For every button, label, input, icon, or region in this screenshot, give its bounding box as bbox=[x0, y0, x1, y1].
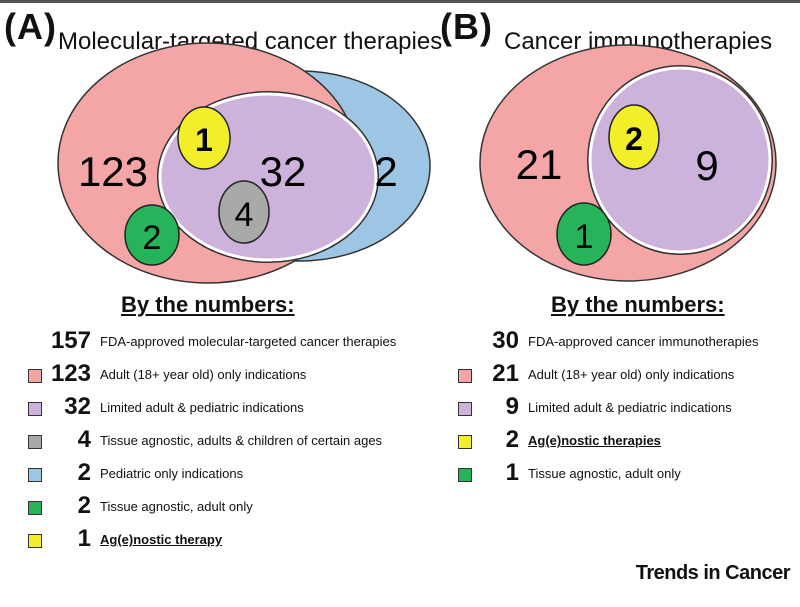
tissue-green-circle bbox=[124, 204, 180, 266]
venn-a-yellow-count: 1 bbox=[195, 122, 213, 158]
legend-value: 123 bbox=[50, 360, 91, 387]
venn-a-pediatric-count: 2 bbox=[374, 148, 397, 195]
brand-logo: Trends in Cancer bbox=[635, 562, 791, 584]
legend-value: 30 bbox=[492, 327, 519, 354]
legend-value: 32 bbox=[64, 393, 91, 420]
legend-description: Ag(e)nostic therapies bbox=[528, 433, 661, 448]
legend-value: 4 bbox=[77, 426, 91, 453]
legend-description: Tissue agnostic, adults & children of ce… bbox=[100, 433, 383, 448]
legend-swatch bbox=[28, 369, 42, 383]
legend-value: 1 bbox=[505, 459, 519, 486]
legend-swatch bbox=[458, 402, 472, 416]
legend-swatch bbox=[28, 435, 42, 449]
venn-a-gray-count: 4 bbox=[235, 196, 254, 234]
venn-a-adult-count: 123 bbox=[78, 148, 148, 195]
legend-description: Ag(e)nostic therapy bbox=[100, 532, 223, 547]
venn-b-green-count: 1 bbox=[575, 218, 594, 256]
legend-description: FDA-approved cancer immunotherapies bbox=[528, 334, 759, 349]
legend-value: 2 bbox=[77, 459, 91, 486]
panel-a-heading: By the numbers: bbox=[121, 292, 295, 317]
venn-b-limited-count: 9 bbox=[695, 142, 718, 189]
legend-description: FDA-approved molecular-targeted cancer t… bbox=[100, 334, 397, 349]
legend-value: 9 bbox=[505, 393, 519, 420]
b-tissue-green-circle bbox=[556, 202, 612, 266]
legend-swatch bbox=[458, 468, 472, 482]
tissue-gray-circle bbox=[218, 180, 270, 244]
legend-description: Tissue agnostic, adult only bbox=[528, 466, 681, 481]
venn-a-limited-count: 32 bbox=[260, 148, 307, 195]
legend-description: Adult (18+ year old) only indications bbox=[528, 367, 735, 382]
venn-a-green-count: 2 bbox=[143, 219, 162, 257]
legend-swatch bbox=[28, 402, 42, 416]
legend-value: 2 bbox=[505, 426, 519, 453]
legend-value: 1 bbox=[77, 525, 91, 552]
legend-description: Limited adult & pediatric indications bbox=[100, 400, 304, 415]
panel-b-letter: (B) bbox=[440, 6, 493, 47]
legend-swatch bbox=[28, 468, 42, 482]
top-border bbox=[0, 0, 800, 3]
b-agnostic-yellow-circle bbox=[608, 104, 660, 170]
legend-description: Limited adult & pediatric indications bbox=[528, 400, 732, 415]
panel-a-venn: 123 32 2 1 4 2 bbox=[57, 42, 431, 284]
legend-description: Pediatric only indications bbox=[100, 466, 244, 481]
legend-swatch bbox=[28, 534, 42, 548]
legend-value: 2 bbox=[77, 492, 91, 519]
agnostic-yellow-circle bbox=[177, 106, 231, 170]
venn-b-adult-count: 21 bbox=[516, 141, 563, 188]
legend-value: 21 bbox=[492, 360, 519, 387]
panel-b-venn: 21 9 2 1 bbox=[479, 44, 777, 282]
legend-description: Tissue agnostic, adult only bbox=[100, 499, 253, 514]
legend-value: 157 bbox=[50, 327, 91, 354]
venn-b-yellow-count: 2 bbox=[625, 121, 643, 157]
legend-swatch bbox=[458, 435, 472, 449]
legend-description: Adult (18+ year old) only indications bbox=[100, 367, 307, 382]
panel-a-letter: (A) bbox=[4, 6, 57, 47]
legend-swatch bbox=[28, 501, 42, 515]
panel-b-heading: By the numbers: bbox=[551, 292, 725, 317]
legend-swatch bbox=[458, 369, 472, 383]
